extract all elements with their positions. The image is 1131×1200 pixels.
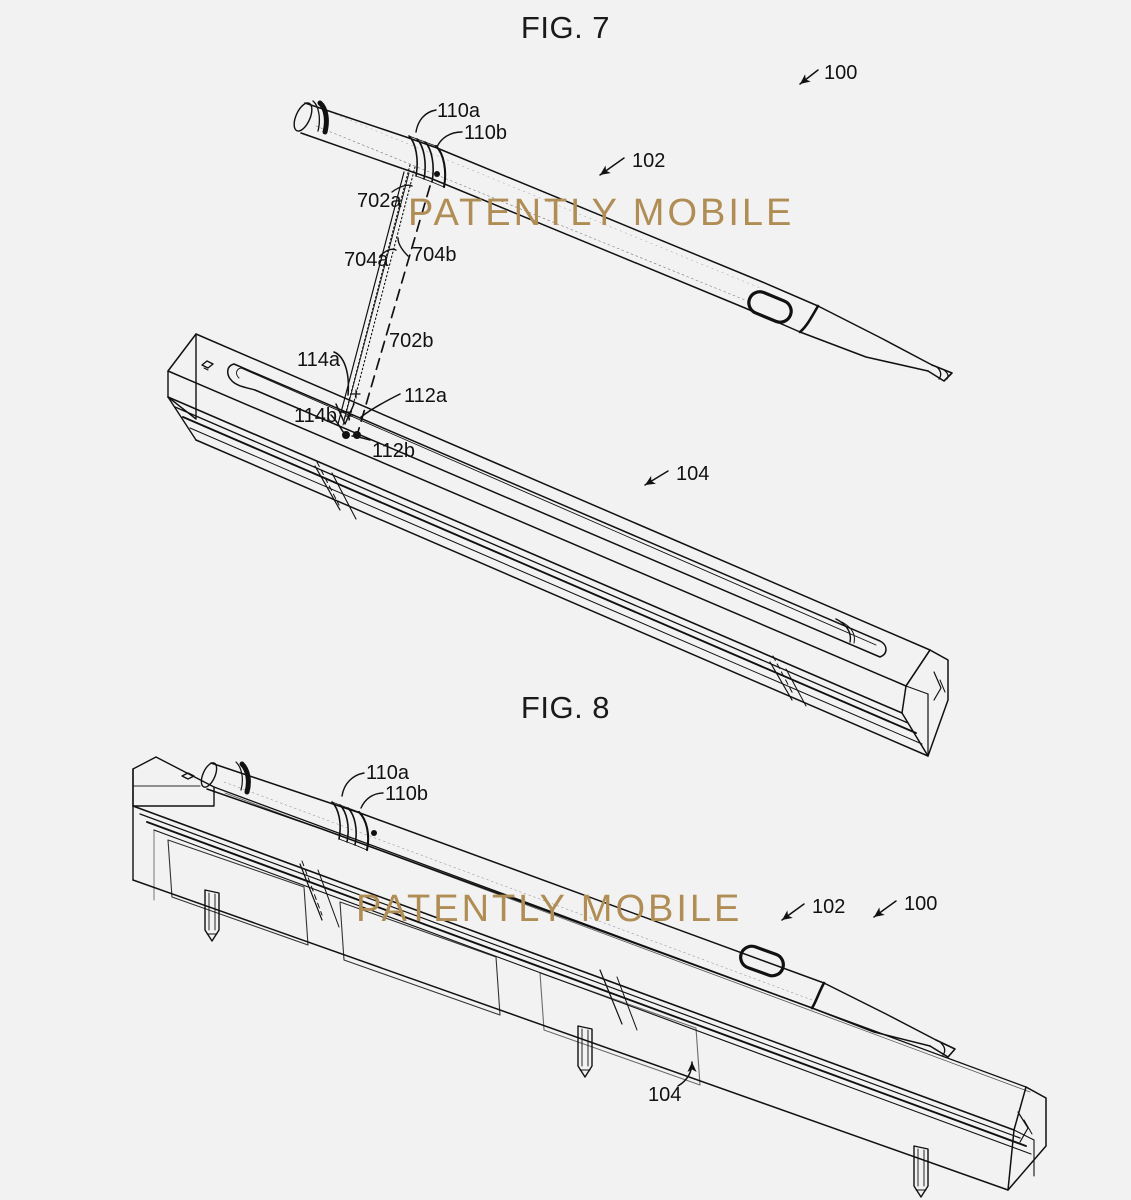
fig7-contact-details — [335, 389, 361, 439]
ref-label-702a-fig7: 702a — [357, 190, 402, 212]
figure-7-title: FIG. 7 — [520, 10, 611, 45]
ref-label-104-fig8: 104 — [648, 1084, 682, 1106]
ref-label-104-fig7: 104 — [676, 463, 710, 485]
fig8-leaders — [341, 772, 897, 1087]
fig7-projection-lines — [337, 164, 431, 433]
ref-label-110a-fig7: 110a — [437, 100, 481, 122]
ref-label-102-fig8: 102 — [812, 896, 846, 918]
ref-label-102-fig7: 102 — [632, 150, 666, 172]
fig7-leaders — [330, 69, 819, 486]
ref-label-110a-fig8: 110a — [366, 762, 410, 784]
ref-label-704a-fig7: 704a — [344, 249, 389, 271]
ref-label-100-fig7: 100 — [824, 62, 858, 84]
ref-label-704b-fig7: 704b — [412, 244, 457, 266]
ref-label-112a-fig7: 112a — [404, 385, 448, 407]
ref-label-114a-fig7: 114a — [297, 349, 341, 371]
ref-label-110b-fig8: 110b — [385, 783, 429, 805]
fig8-dock-body — [132, 756, 1047, 1198]
ref-label-114b-fig7: 114b — [294, 405, 338, 427]
ref-label-100-fig8: 100 — [904, 893, 938, 915]
ref-label-112b-fig7: 112b — [372, 440, 416, 462]
figure-8-title: FIG. 8 — [520, 690, 611, 725]
fig7-stylus-body — [293, 100, 953, 382]
fig7-dock-body — [167, 333, 949, 757]
ref-label-110b-fig7: 110b — [464, 122, 508, 144]
ref-label-702b-fig7: 702b — [389, 330, 434, 352]
